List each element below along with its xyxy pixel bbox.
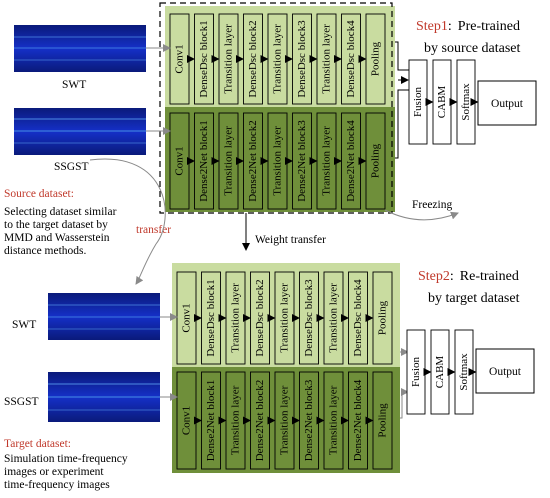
step2-softmax-label: Softmax xyxy=(458,353,470,391)
target-dataset-title: Target dataset: xyxy=(4,438,71,450)
step1-head: Fusion CABM Softmax Output xyxy=(395,41,537,159)
step1-bottom-block-label-2: Dense2Net block1 xyxy=(198,120,210,202)
step2-head: Fusion CABM Softmax Output xyxy=(400,329,535,419)
step1-subtitle: by source dataset xyxy=(424,41,521,56)
input-arrows xyxy=(146,44,178,401)
source-desc-line-2: to the target dataset by xyxy=(4,219,108,231)
target-inputs: SWT SSGST Target dataset: Simulation tim… xyxy=(4,293,160,491)
step2-output-label: Output xyxy=(489,366,522,378)
step2-bottom-row: Conv1 Dense2Net block1 Transition layer Den… xyxy=(176,371,393,470)
source-desc-line-1: Selecting dataset similar xyxy=(4,206,117,218)
step2-bottom-block-label-5: Transition layer xyxy=(279,385,291,455)
step1-bottom-block-label-5: Transition layer xyxy=(272,126,284,196)
step1-fusion-label: Fusion xyxy=(412,87,424,117)
transfer-label: transfer xyxy=(136,224,171,236)
source-swt-image xyxy=(14,25,146,72)
weight-transfer-label: Weight transfer xyxy=(255,234,326,246)
step2-fusion-label: Fusion xyxy=(410,357,422,387)
target-swt-label: SWT xyxy=(12,319,36,331)
step1-top-block-label-8: DenseDsc block4 xyxy=(345,20,357,98)
step1-bottom-block-9 xyxy=(365,112,386,210)
step2-bottom-block-label-3: Transition layer xyxy=(230,385,242,455)
target-swt-image xyxy=(48,293,160,340)
freezing-label: Freezing xyxy=(412,199,452,211)
freezing-arrow xyxy=(384,209,459,221)
step2-bottom-block-label-8: Dense2Net block4 xyxy=(352,379,364,461)
source-inputs: SWT SSGST Source dataset: Selecting data… xyxy=(4,25,171,257)
source-ssgst-image xyxy=(14,108,146,155)
step2-subtitle: by target dataset xyxy=(428,291,520,306)
step1-bottom-block-label-6: Dense2Net block3 xyxy=(296,120,308,202)
target-desc-line-1: Simulation time-frequency xyxy=(4,453,128,465)
step1-head-blocks: Fusion CABM Softmax xyxy=(408,59,479,145)
step1-bottom-block-label-1: Conv1 xyxy=(174,146,186,175)
step2-output-box xyxy=(475,348,535,394)
step2-top-block-label-6: DenseDsc block3 xyxy=(303,279,315,357)
step2-top-block-label-7: Transition layer xyxy=(328,283,340,353)
step1-top-block-9 xyxy=(365,13,386,105)
target-ssgst-image xyxy=(48,372,160,422)
step2-top-block-label-5: Transition layer xyxy=(279,283,291,353)
source-desc-line-3: MMD and Wasserstein xyxy=(4,232,110,244)
step1-softmax-label: Softmax xyxy=(460,83,472,121)
step1-frozen-border xyxy=(159,2,393,214)
step1-cabm-label: CABM xyxy=(436,86,448,119)
step2-top-band xyxy=(172,263,400,367)
step2-bottom-block-9 xyxy=(372,371,393,470)
step2-bottom-block-label-6: Dense2Net block3 xyxy=(303,379,315,461)
step1-top-block-label-9: Pooling xyxy=(370,41,382,76)
step1-output-box xyxy=(477,80,537,126)
step1-bottom-block-label-7: Transition layer xyxy=(321,126,333,196)
step1-top-block-label-1: Conv1 xyxy=(174,44,186,73)
step2-title: Step2:Re-trained xyxy=(418,269,519,284)
step2-bottom-block-label-2: Dense2Net block1 xyxy=(205,380,217,462)
step1-title: Step1:Pre-trained xyxy=(416,19,520,34)
step2-bottom-block-label-4: Dense2Net block2 xyxy=(254,380,266,462)
step2-top-block-label-1: Conv1 xyxy=(181,303,193,332)
step1-bottom-block-label-9: Pooling xyxy=(370,143,382,178)
target-desc-line-3: time-frequency images xyxy=(4,479,110,491)
step2-top-block-label-3: Transition layer xyxy=(230,283,242,353)
target-desc-line-2: images or experiment xyxy=(4,466,104,478)
step1-top-block-label-3: Transition layer xyxy=(223,24,235,94)
step1-bottom-block-label-3: Transition layer xyxy=(223,126,235,196)
step2-top-block-label-8: DenseDsc block4 xyxy=(352,279,364,357)
step2-top-block-label-2: DenseDsc block1 xyxy=(205,279,217,356)
step1-bottom-block-label-4: Dense2Net block2 xyxy=(247,120,259,202)
step1-top-block-label-2: DenseDsc block1 xyxy=(198,20,210,97)
step1-top-block-label-4: DenseDsc block2 xyxy=(247,20,259,97)
step1-top-block-label-5: Transition layer xyxy=(272,24,284,94)
step1-top-block-label-6: DenseDsc block3 xyxy=(296,20,308,98)
step1-bottom-block-label-8: Dense2Net block4 xyxy=(345,120,357,202)
source-desc-line-4: distance methods. xyxy=(4,245,87,257)
step2-bottom-block-label-1: Conv1 xyxy=(181,406,193,435)
target-ssgst-label: SSGST xyxy=(4,396,39,408)
step1-output-label: Output xyxy=(491,98,524,110)
step1-bottom-row: Conv1 Dense2Net block1 Transition layer Den… xyxy=(169,112,386,210)
step2-top-block-label-9: Pooling xyxy=(377,300,389,335)
step2-top-row: Conv1 DenseDsc block1 Transition layer Dens… xyxy=(176,271,393,365)
source-swt-label: SWT xyxy=(62,79,86,91)
step2-bottom-block-label-9: Pooling xyxy=(377,403,389,438)
step2-bottom-band xyxy=(172,367,400,473)
step2-head-blocks: Fusion CABM Softmax xyxy=(406,329,477,415)
source-ssgst-label: SSGST xyxy=(54,161,89,173)
transfer-curve-arrow xyxy=(89,158,166,285)
step1-top-row: Conv1 DenseDsc block1 Transition layer Dens… xyxy=(169,13,386,105)
step1-bottom-band xyxy=(165,107,395,212)
step2-top-block-label-4: DenseDsc block2 xyxy=(254,279,266,356)
step1-top-band xyxy=(165,6,395,107)
source-dataset-title: Source dataset: xyxy=(4,188,74,200)
step2-bottom-block-label-7: Transition layer xyxy=(328,385,340,455)
step2-cabm-label: CABM xyxy=(434,356,446,389)
step2-top-block-9 xyxy=(372,271,393,365)
step1-top-block-label-7: Transition layer xyxy=(321,24,333,94)
